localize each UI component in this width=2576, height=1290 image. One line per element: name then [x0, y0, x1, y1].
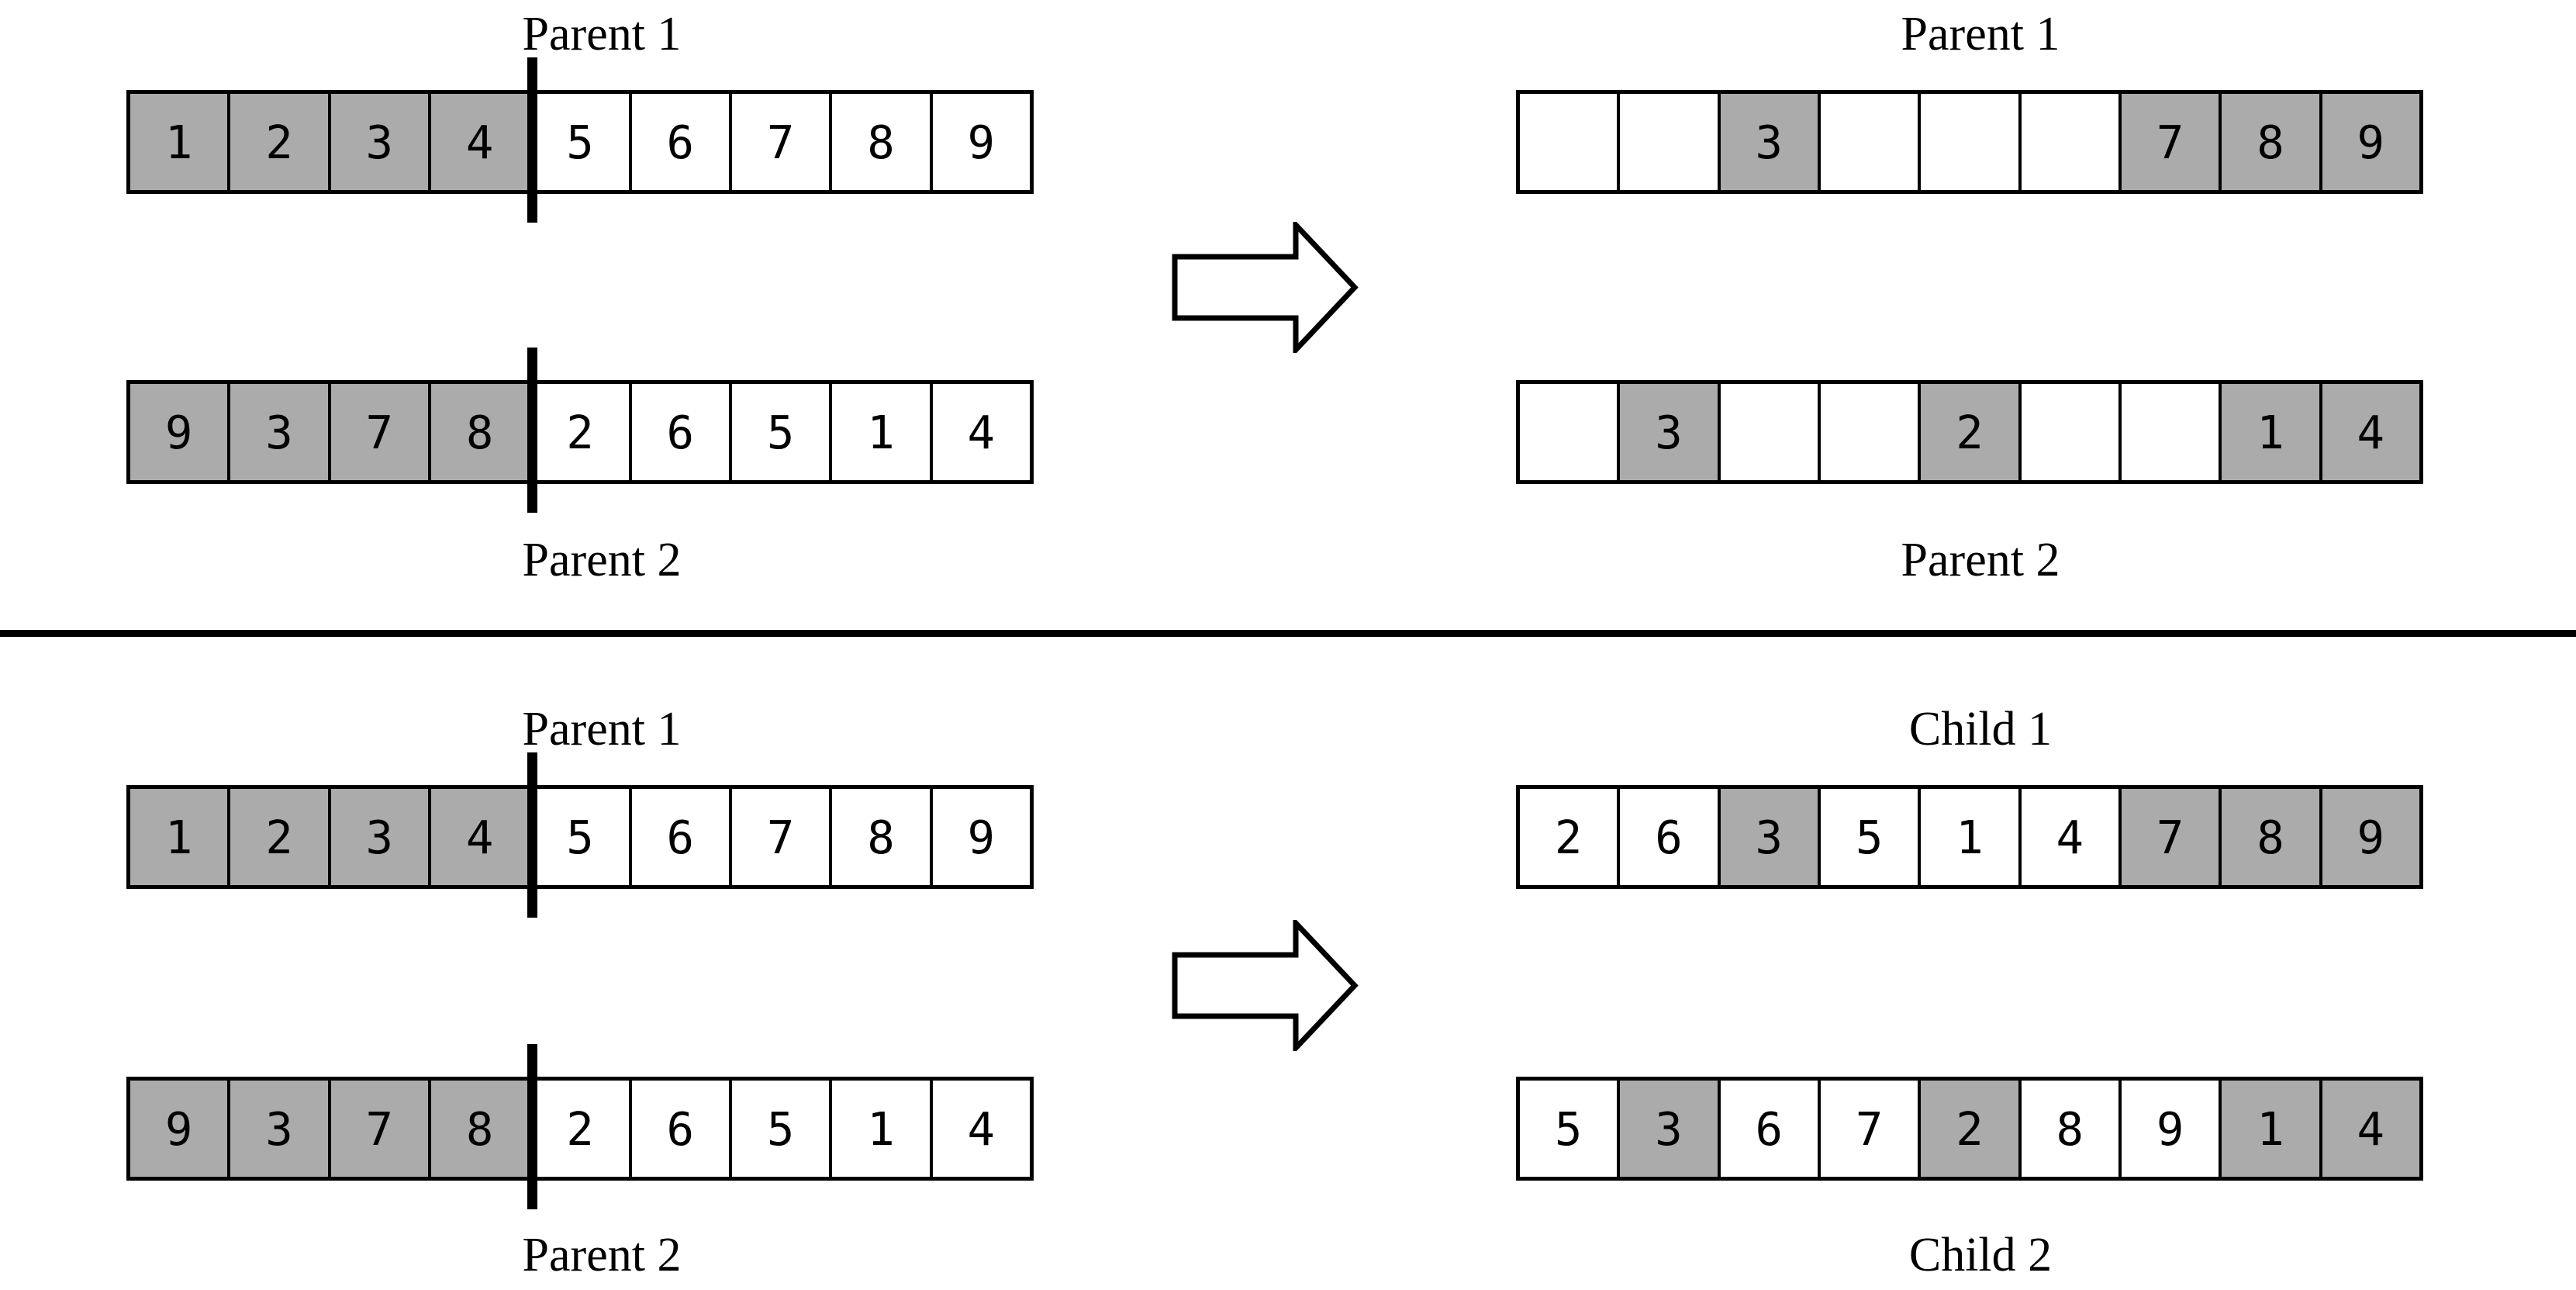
- label-parent1-top-left: Parent 1: [522, 8, 682, 61]
- gene-cell: 7: [327, 384, 428, 480]
- crossover-point-marker: [527, 348, 537, 513]
- gene-cell: 9: [2319, 94, 2419, 190]
- gene-cell: [1617, 94, 1718, 190]
- gene-cell: 1: [2219, 384, 2319, 480]
- gene-cell: 5: [528, 94, 629, 190]
- gene-cell: [1918, 94, 2018, 190]
- gene-cell: 5: [1817, 789, 1918, 885]
- section-divider-line: [0, 630, 2576, 637]
- gene-cell: 5: [728, 384, 830, 480]
- gene-cell: 9: [2118, 1081, 2219, 1177]
- label-parent1-top-right: Parent 1: [1901, 8, 2060, 61]
- gene-cell: 8: [2219, 789, 2319, 885]
- gene-cell: 8: [2018, 1081, 2118, 1177]
- gene-cell: 1: [829, 384, 930, 480]
- gene-cell: 4: [929, 1081, 1030, 1177]
- gene-cell: 4: [929, 384, 1030, 480]
- gene-cell: 4: [427, 94, 529, 190]
- gene-cell: 2: [1918, 1081, 2018, 1177]
- gene-cell: 9: [929, 789, 1030, 885]
- gene-cell: 2: [528, 384, 629, 480]
- gene-cell: 8: [829, 94, 930, 190]
- label-child1-bottom-right: Child 1: [1908, 703, 2053, 756]
- gene-cell: [1520, 384, 1618, 480]
- gene-cell: [1717, 384, 1818, 480]
- gene-cell: 1: [130, 94, 228, 190]
- gene-cell: 3: [327, 789, 428, 885]
- gene-cell: 8: [427, 1081, 529, 1177]
- gene-cell: 1: [829, 1081, 930, 1177]
- gene-cell: 4: [2319, 384, 2419, 480]
- gene-cell: 7: [327, 1081, 428, 1177]
- gene-cell: [2018, 384, 2118, 480]
- gene-cell: 1: [1918, 789, 2018, 885]
- gene-cell: [2018, 94, 2118, 190]
- gene-cell: 2: [528, 1081, 629, 1177]
- gene-cell: 7: [1817, 1081, 1918, 1177]
- gene-cell: 2: [227, 94, 328, 190]
- gene-cell: 5: [1520, 1081, 1618, 1177]
- gene-cell: 3: [1617, 1081, 1718, 1177]
- gene-cell: [1817, 94, 1918, 190]
- gene-cell: 6: [628, 384, 729, 480]
- label-parent2-top-left: Parent 2: [522, 534, 682, 586]
- label-child2-bottom-right: Child 2: [1908, 1229, 2053, 1281]
- gene-cell: 5: [728, 1081, 830, 1177]
- crossover-point-marker: [527, 57, 537, 223]
- gene-cell: 3: [1717, 789, 1818, 885]
- gene-cell: [1817, 384, 1918, 480]
- gene-cell: 8: [2219, 94, 2319, 190]
- gene-cell: 6: [1617, 789, 1718, 885]
- gene-cell: 4: [427, 789, 529, 885]
- label-parent2-top-right: Parent 2: [1901, 534, 2060, 586]
- gene-cell: 1: [130, 789, 228, 885]
- gene-cell: 2: [227, 789, 328, 885]
- block-arrow-right-icon: [1172, 222, 1359, 353]
- gene-cell: 9: [130, 1081, 228, 1177]
- gene-cell: 7: [2118, 789, 2219, 885]
- gene-cell: 2: [1520, 789, 1618, 885]
- gene-cell: 6: [628, 94, 729, 190]
- gene-cell: 3: [227, 1081, 328, 1177]
- gene-cell: 7: [728, 94, 830, 190]
- gene-cell: 6: [628, 1081, 729, 1177]
- gene-cell: 7: [2118, 94, 2219, 190]
- gene-cell: 7: [728, 789, 830, 885]
- gene-cell: 5: [528, 789, 629, 885]
- block-arrow-right-icon: [1172, 920, 1359, 1051]
- gene-cell: 1: [2219, 1081, 2319, 1177]
- gene-cell: 9: [2319, 789, 2419, 885]
- gene-cell: 8: [427, 384, 529, 480]
- gene-cell: 9: [130, 384, 228, 480]
- crossover-point-marker: [527, 1044, 537, 1209]
- gene-cell: [1520, 94, 1618, 190]
- gene-cell: [2118, 384, 2219, 480]
- gene-cell: 3: [327, 94, 428, 190]
- gene-cell: 6: [628, 789, 729, 885]
- gene-cell: 4: [2018, 789, 2118, 885]
- gene-cell: 6: [1717, 1081, 1818, 1177]
- gene-cell: 3: [1617, 384, 1718, 480]
- gene-cell: 3: [1717, 94, 1818, 190]
- crossover-point-marker: [527, 752, 537, 918]
- gene-cell: 3: [227, 384, 328, 480]
- label-parent1-bottom-left: Parent 1: [522, 703, 682, 756]
- gene-cell: 9: [929, 94, 1030, 190]
- gene-cell: 2: [1918, 384, 2018, 480]
- gene-cell: 4: [2319, 1081, 2419, 1177]
- gene-cell: 8: [829, 789, 930, 885]
- label-parent2-bottom-left: Parent 2: [522, 1229, 682, 1281]
